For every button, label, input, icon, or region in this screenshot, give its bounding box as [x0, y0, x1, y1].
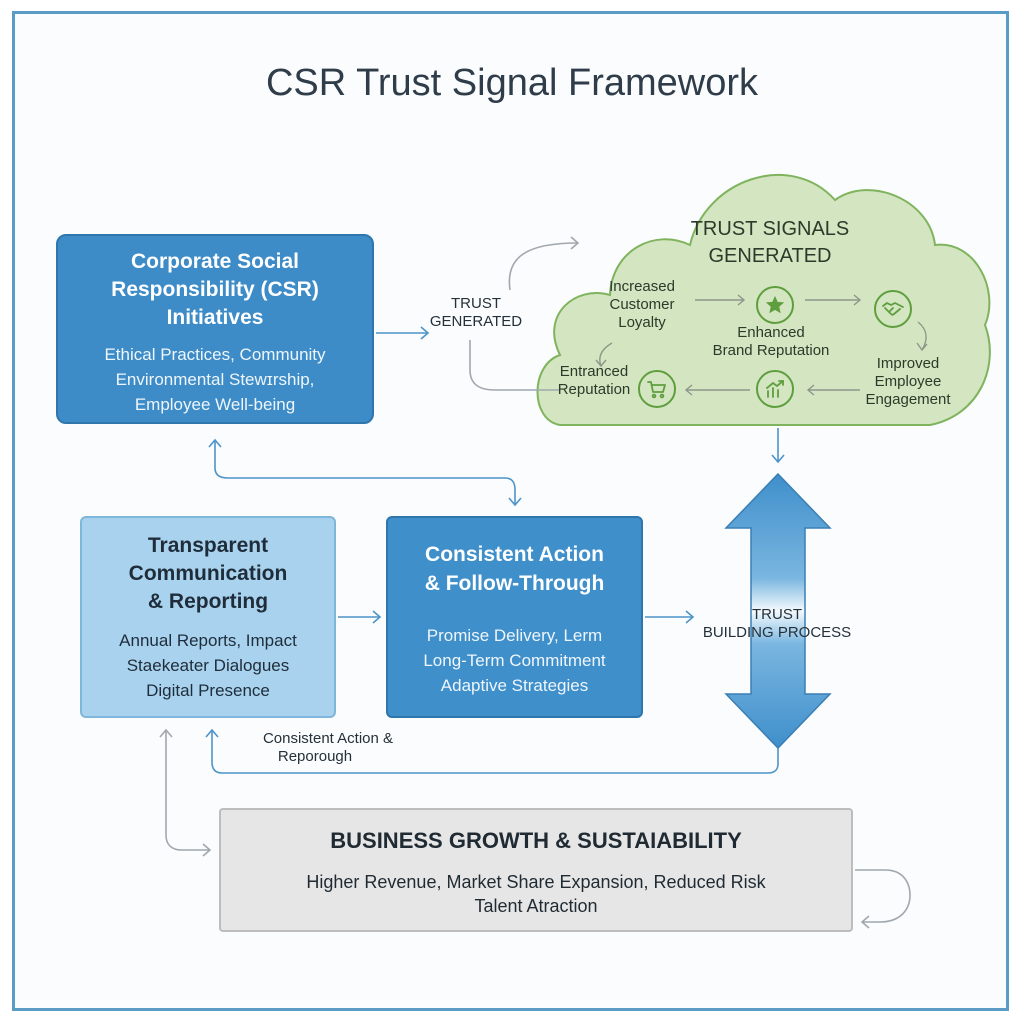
business-growth-box: BUSINESS GROWTH & SUSTAIABILITY Higher R…	[219, 808, 853, 932]
transparent-details: Annual Reports, Impact Staekeater Dialog…	[119, 631, 297, 700]
transparent-communication-box: Transparent Communication & Reporting An…	[80, 516, 336, 718]
growth-chart-icon	[756, 370, 794, 408]
feedback-loop-connector	[205, 728, 779, 774]
diagram-title: CSR Trust Signal Framework	[265, 62, 758, 104]
csr-heading: Corporate Social Responsibility (CSR) In…	[111, 250, 319, 329]
reputation-label: Entranced Reputation	[557, 363, 631, 398]
business-loop-arrow	[855, 869, 911, 929]
csr-initiatives-box: Corporate Social Responsibility (CSR) In…	[56, 234, 374, 424]
handshake-icon	[874, 290, 912, 328]
consistent-details: Promise Delivery, Lerm Long-Term Commitm…	[423, 626, 606, 695]
transparent-heading: Transparent Communication & Reporting	[128, 534, 288, 613]
star-icon	[756, 286, 794, 324]
cloud-title: TRUST SIGNALS GENERATED	[690, 218, 850, 267]
trust-building-label: TRUST BUILDING PROCESS	[702, 606, 852, 641]
brand-reputation-label: Enhanced Brand Reputation	[712, 324, 830, 359]
cloud-down-arrow	[771, 428, 785, 464]
trust-generated-label: TRUST GENERATED	[429, 295, 523, 330]
cloud-flow-arrows	[595, 294, 928, 396]
business-details: Higher Revenue, Market Share Expansion, …	[306, 872, 766, 916]
csr-consistent-connector	[208, 438, 522, 507]
trust-to-cloud-connector	[469, 236, 580, 391]
cart-icon	[638, 370, 676, 408]
employee-engagement-label: Improved Employee Engagement	[865, 355, 951, 408]
transparent-to-consistent-arrow	[338, 610, 382, 624]
consistent-to-trust-arrow	[645, 610, 695, 624]
consistent-action-box: Consistent Action & Follow-Through Promi…	[386, 516, 643, 718]
customer-loyalty-label: Increased Customer Loyalty	[609, 278, 675, 331]
consistent-heading: Consistent Action & Follow-Through	[424, 543, 605, 595]
csr-details: Ethical Practices, Community Environment…	[104, 345, 326, 414]
loop-label: Consistent Action & Reporough	[262, 730, 394, 765]
transparent-to-business-connector	[159, 728, 212, 857]
business-heading: BUSINESS GROWTH & SUSTAIABILITY	[330, 828, 742, 853]
csr-to-trust-arrow	[376, 326, 430, 340]
